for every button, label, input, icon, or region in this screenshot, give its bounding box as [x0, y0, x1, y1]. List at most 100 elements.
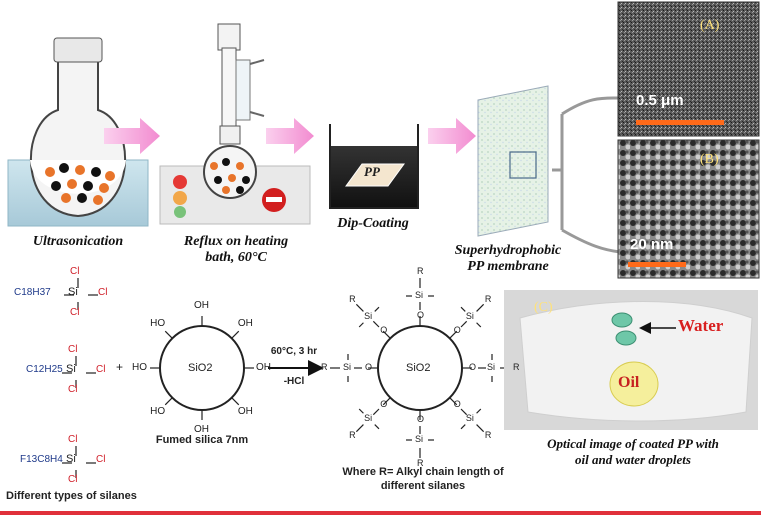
- silicon-label: Si: [465, 412, 474, 423]
- oh-bond: [164, 397, 173, 406]
- optical-c-label: (C): [534, 300, 553, 315]
- silane-c12-group: C12H25: [26, 364, 63, 375]
- product-caption-line2: different silanes: [380, 480, 466, 492]
- r-group-label: R: [484, 294, 492, 305]
- scale-bar-a: [636, 120, 724, 125]
- silicon-label: Si: [487, 362, 496, 372]
- hydroxyl-label: OH: [237, 405, 253, 417]
- ultrasonication-apparatus: [7, 37, 149, 227]
- silicon-label: Si: [415, 290, 424, 300]
- oh-bond: [231, 330, 240, 339]
- conditions-line1: 60°C, 3 hr: [270, 346, 318, 357]
- silane-bonds: [62, 278, 98, 478]
- silane-c18-group: C18H37: [14, 287, 51, 298]
- silanes-caption: Different types of silanes: [6, 490, 137, 502]
- particle-dot: [242, 176, 250, 184]
- oh-bond: [164, 330, 173, 339]
- silane-c12-cl-bottom: Cl: [68, 384, 78, 395]
- si-bond: [372, 408, 380, 416]
- hydroxyl-label: OH: [256, 362, 271, 373]
- pp-sheet: [345, 163, 405, 187]
- particle-dot: [93, 195, 103, 205]
- micrograph-b-scale: 20 nm: [630, 236, 674, 253]
- hydroxyl-label: HO: [150, 405, 166, 417]
- particle-dot: [77, 193, 87, 203]
- silane-c18-si: Si: [68, 286, 78, 298]
- nanoparticle-dots: [45, 163, 115, 205]
- oxygen-label: O: [453, 325, 461, 336]
- power-switch-bar: [266, 197, 282, 202]
- dip-coating-caption: Dip-Coating: [337, 216, 409, 231]
- silane-c18-cl-right: Cl: [98, 287, 108, 298]
- r-group-label: R: [321, 362, 328, 372]
- product-bonds: [330, 278, 510, 458]
- water-droplet-2: [615, 330, 637, 346]
- particle-dot: [83, 181, 93, 191]
- hydroxyl-label: OH: [237, 318, 253, 330]
- oxygen-label: O: [417, 310, 425, 320]
- r-bond: [355, 424, 364, 433]
- particle-dot: [105, 171, 115, 181]
- micrograph-b-label: (B): [700, 152, 719, 167]
- oil-droplet: [609, 361, 659, 407]
- methyl-bond: [460, 306, 466, 312]
- si-bond: [460, 320, 468, 328]
- hydroxyl-label: HO: [132, 362, 147, 373]
- silane-c12-cl-top: Cl: [68, 344, 78, 355]
- silicon-label: Si: [415, 434, 424, 444]
- methyl-bond: [476, 408, 482, 414]
- r-group-label: R: [349, 294, 356, 305]
- coated-pp-sheet: [519, 301, 753, 422]
- optical-caption-line1: Optical image of coated PP with: [547, 436, 719, 451]
- silicon-label: Si: [364, 311, 373, 322]
- oxygen-label: O: [453, 398, 461, 409]
- zoom-bracket-stem: [552, 114, 564, 230]
- particle-dot: [75, 165, 85, 175]
- particle-dot: [91, 167, 101, 177]
- flask-joint: [219, 125, 241, 145]
- zoom-bracket-top: [561, 96, 621, 116]
- silane-f13-cl-top: Cl: [68, 434, 78, 445]
- condenser-column: [221, 47, 237, 131]
- particle-dot: [236, 186, 244, 194]
- dip-coating-apparatus: [329, 124, 419, 209]
- oh-bond: [231, 397, 240, 406]
- particle-dot: [45, 167, 55, 177]
- arrow-step1: [104, 118, 160, 154]
- oxygen-label: O: [380, 398, 388, 409]
- silane-f13-cl-right: Cl: [96, 454, 106, 465]
- membrane-sheet: [477, 85, 549, 237]
- silane-f13-group: F13C8H4: [20, 454, 63, 465]
- particle-dot: [67, 179, 77, 189]
- silica-core-label: SiO2: [188, 362, 213, 374]
- heater-knob-red: [173, 175, 187, 189]
- methyl-bond: [358, 322, 364, 328]
- beaker-walls: [329, 124, 419, 209]
- particle-dot: [51, 181, 61, 191]
- reflux-apparatus: [159, 23, 311, 225]
- oxygen-label: O: [365, 362, 373, 372]
- r-bond: [476, 424, 485, 433]
- water-droplet-1: [611, 312, 633, 328]
- micrograph-a-scale: 0.5 μm: [636, 92, 684, 109]
- tem-micrograph-b: [617, 139, 760, 279]
- membrane-caption-line1: Superhydrophobic: [454, 243, 562, 258]
- reflux-nanoparticles: [210, 158, 250, 194]
- o-bond: [449, 397, 458, 406]
- silane-c18-cl-bottom: Cl: [70, 307, 80, 318]
- si-bond: [372, 320, 380, 328]
- methyl-bond: [358, 408, 364, 414]
- o-bond: [382, 397, 391, 406]
- oxygen-label: O: [380, 325, 388, 336]
- membrane-caption-line2: PP membrane: [467, 259, 549, 274]
- silica-hydroxyl-bonds: [150, 316, 254, 420]
- zoom-region: [509, 151, 537, 179]
- r-group-label: R: [484, 429, 492, 440]
- silane-f13-si: Si: [66, 453, 76, 465]
- silica-caption: Fumed silica 7nm: [155, 434, 249, 446]
- particle-dot: [59, 163, 69, 173]
- arrow-step3: [428, 118, 476, 154]
- reflux-caption-line1: Reflux on heating: [183, 234, 289, 249]
